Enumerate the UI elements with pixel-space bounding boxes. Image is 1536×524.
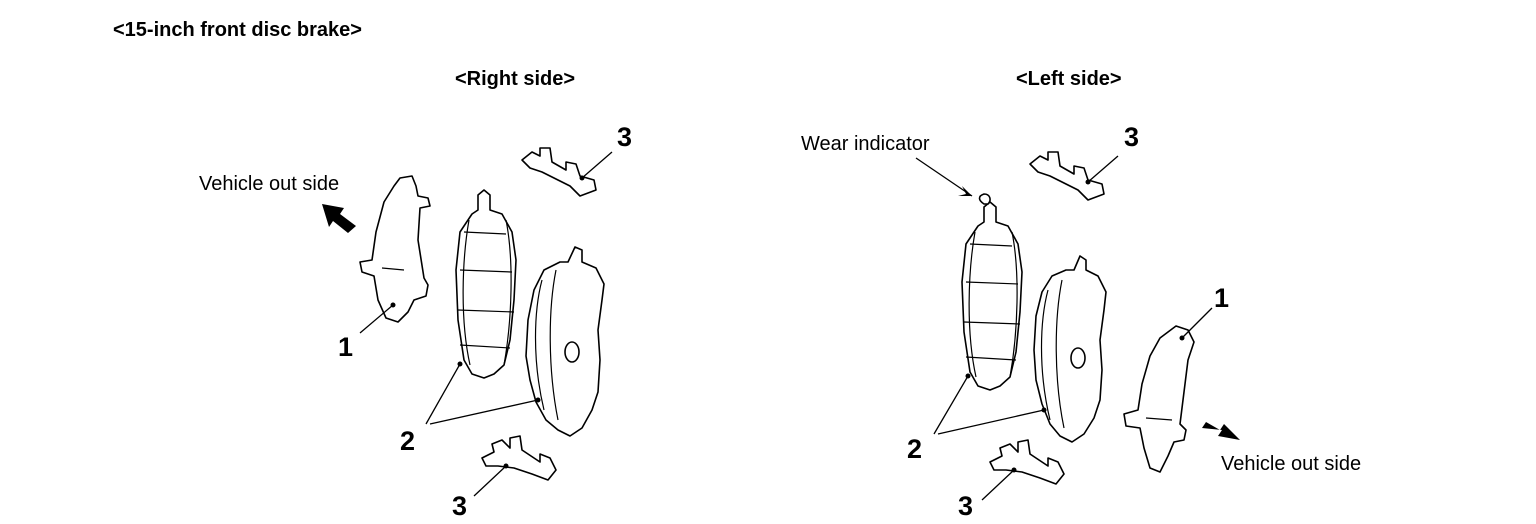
arrow-right-out [322, 204, 356, 233]
callout-3-top-right: 3 [617, 122, 633, 152]
pad-inner-left [961, 193, 1023, 391]
pad-outer-left [1033, 255, 1107, 443]
wear-indicator-label: Wear indicator [801, 133, 930, 155]
clip-top-left [1029, 151, 1105, 201]
callout-2-left: 2 [907, 434, 923, 464]
right-side-heading: <Right side> [455, 68, 576, 90]
vehicle-out-side-label-right: Vehicle out side [199, 173, 340, 195]
callout-1-right: 1 [338, 332, 354, 362]
clip-bottom-left [989, 439, 1065, 485]
vehicle-out-side-label-left: Vehicle out side [1221, 453, 1362, 475]
callout-3-bottom-left: 3 [958, 491, 974, 521]
clip-bottom-right [481, 435, 557, 481]
callout-1-left: 1 [1214, 283, 1230, 313]
shim-left [1123, 325, 1195, 473]
callout-2-right: 2 [400, 426, 416, 456]
pad-inner-right [455, 189, 517, 379]
shim-right [359, 175, 431, 323]
pad-outer-right [525, 246, 605, 437]
clip-top-right [521, 147, 597, 197]
page-title: <15-inch front disc brake> [113, 19, 362, 41]
left-side-heading: <Left side> [1016, 68, 1122, 90]
callout-3-bottom-right: 3 [452, 491, 468, 521]
arrow-left-out [1202, 422, 1240, 440]
callout-3-top-left: 3 [1124, 122, 1140, 152]
